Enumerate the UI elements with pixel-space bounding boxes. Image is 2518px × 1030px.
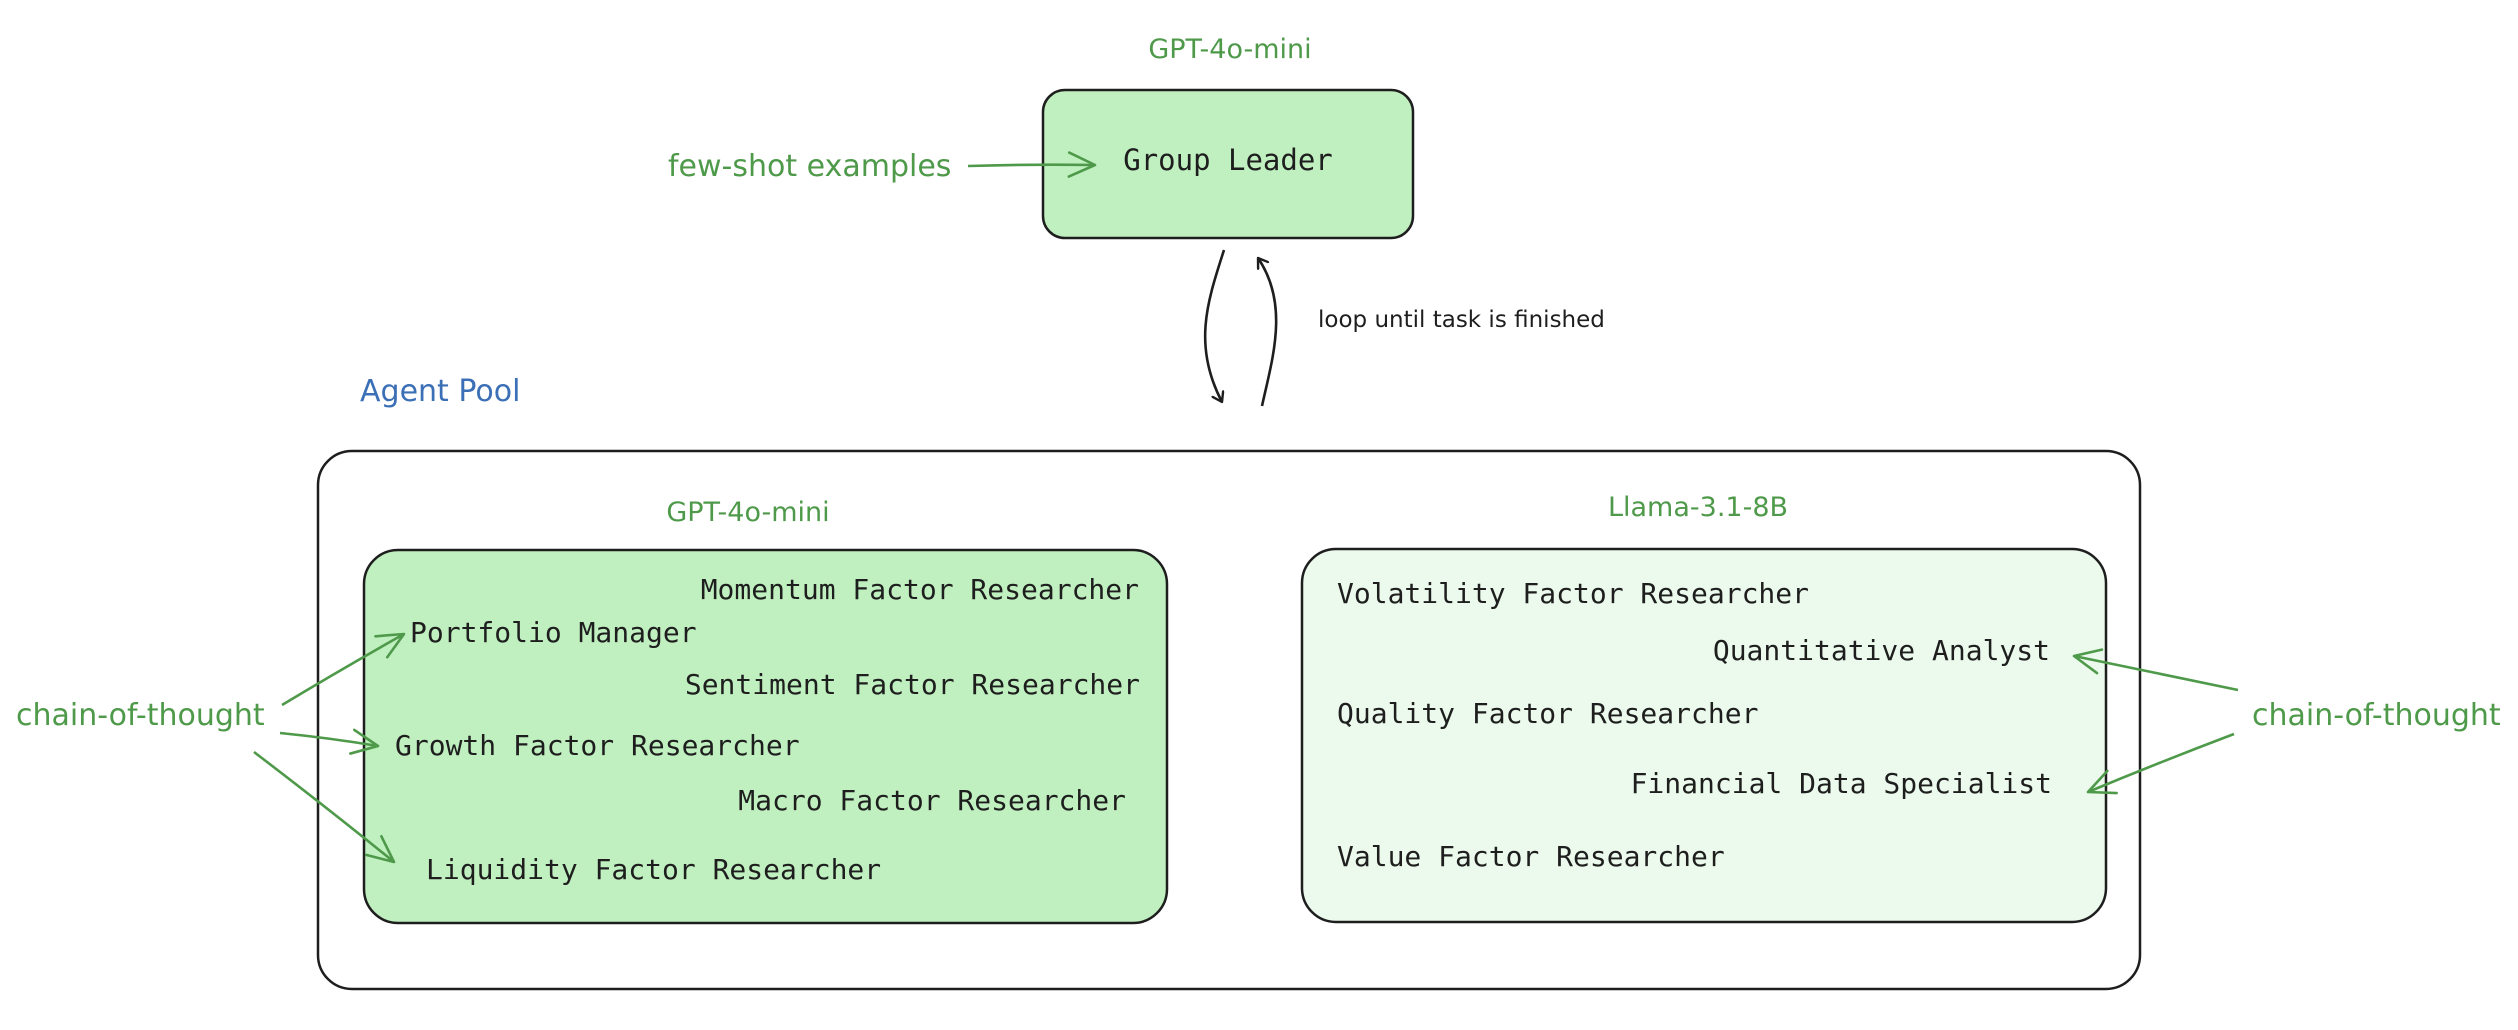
portfolio-manager[interactable]: Portfolio Manager xyxy=(410,616,697,649)
volatility-factor-researcher[interactable]: Volatility Factor Researcher xyxy=(1337,577,1809,610)
cot-to-quantitative-analyst-arrow xyxy=(2072,648,2239,692)
llama-chain-of-thought-label: chain-of-thought xyxy=(2252,698,2501,733)
growth-factor-researcher[interactable]: Growth Factor Researcher xyxy=(395,729,800,762)
agent-pool-box xyxy=(316,449,2142,991)
few-shot-arrow xyxy=(967,151,1097,178)
value-factor-researcher[interactable]: Value Factor Researcher xyxy=(1337,840,1725,873)
gpt-group-model-label: GPT-4o-mini xyxy=(666,497,829,528)
loop-label: loop until task is finished xyxy=(1318,307,1605,333)
cot-to-financial-data-specialist-arrow xyxy=(2086,732,2235,795)
liquidity-factor-researcher[interactable]: Liquidity Factor Researcher xyxy=(426,853,881,886)
llama-group-model-label: Llama-3.1-8B xyxy=(1608,492,1788,523)
cot-to-portfolio-manager-arrow xyxy=(281,632,406,707)
pool-to-leader-arrow xyxy=(1258,258,1278,407)
sentiment-factor-researcher[interactable]: Sentiment Factor Researcher xyxy=(685,668,1140,701)
llama-group-box xyxy=(1300,547,2108,924)
gpt-chain-of-thought-label: chain-of-thought xyxy=(16,698,265,733)
leader-to-pool-arrow xyxy=(1203,249,1226,402)
macro-factor-researcher[interactable]: Macro Factor Researcher xyxy=(738,784,1126,817)
few-shot-examples-label: few-shot examples xyxy=(668,149,951,184)
momentum-factor-researcher[interactable]: Momentum Factor Researcher xyxy=(701,573,1139,606)
quantitative-analyst[interactable]: Quantitative Analyst xyxy=(1713,634,2050,667)
cot-to-growth-researcher-arrow xyxy=(279,728,380,755)
agent-pool-title: Agent Pool xyxy=(360,374,520,409)
quality-factor-researcher[interactable]: Quality Factor Researcher xyxy=(1337,697,1758,730)
group-leader-label: Group Leader xyxy=(1123,143,1333,177)
leader-model-label: GPT-4o-mini xyxy=(1148,34,1311,65)
financial-data-specialist[interactable]: Financial Data Specialist xyxy=(1631,767,2052,800)
cot-to-liquidity-researcher-arrow xyxy=(253,750,396,864)
